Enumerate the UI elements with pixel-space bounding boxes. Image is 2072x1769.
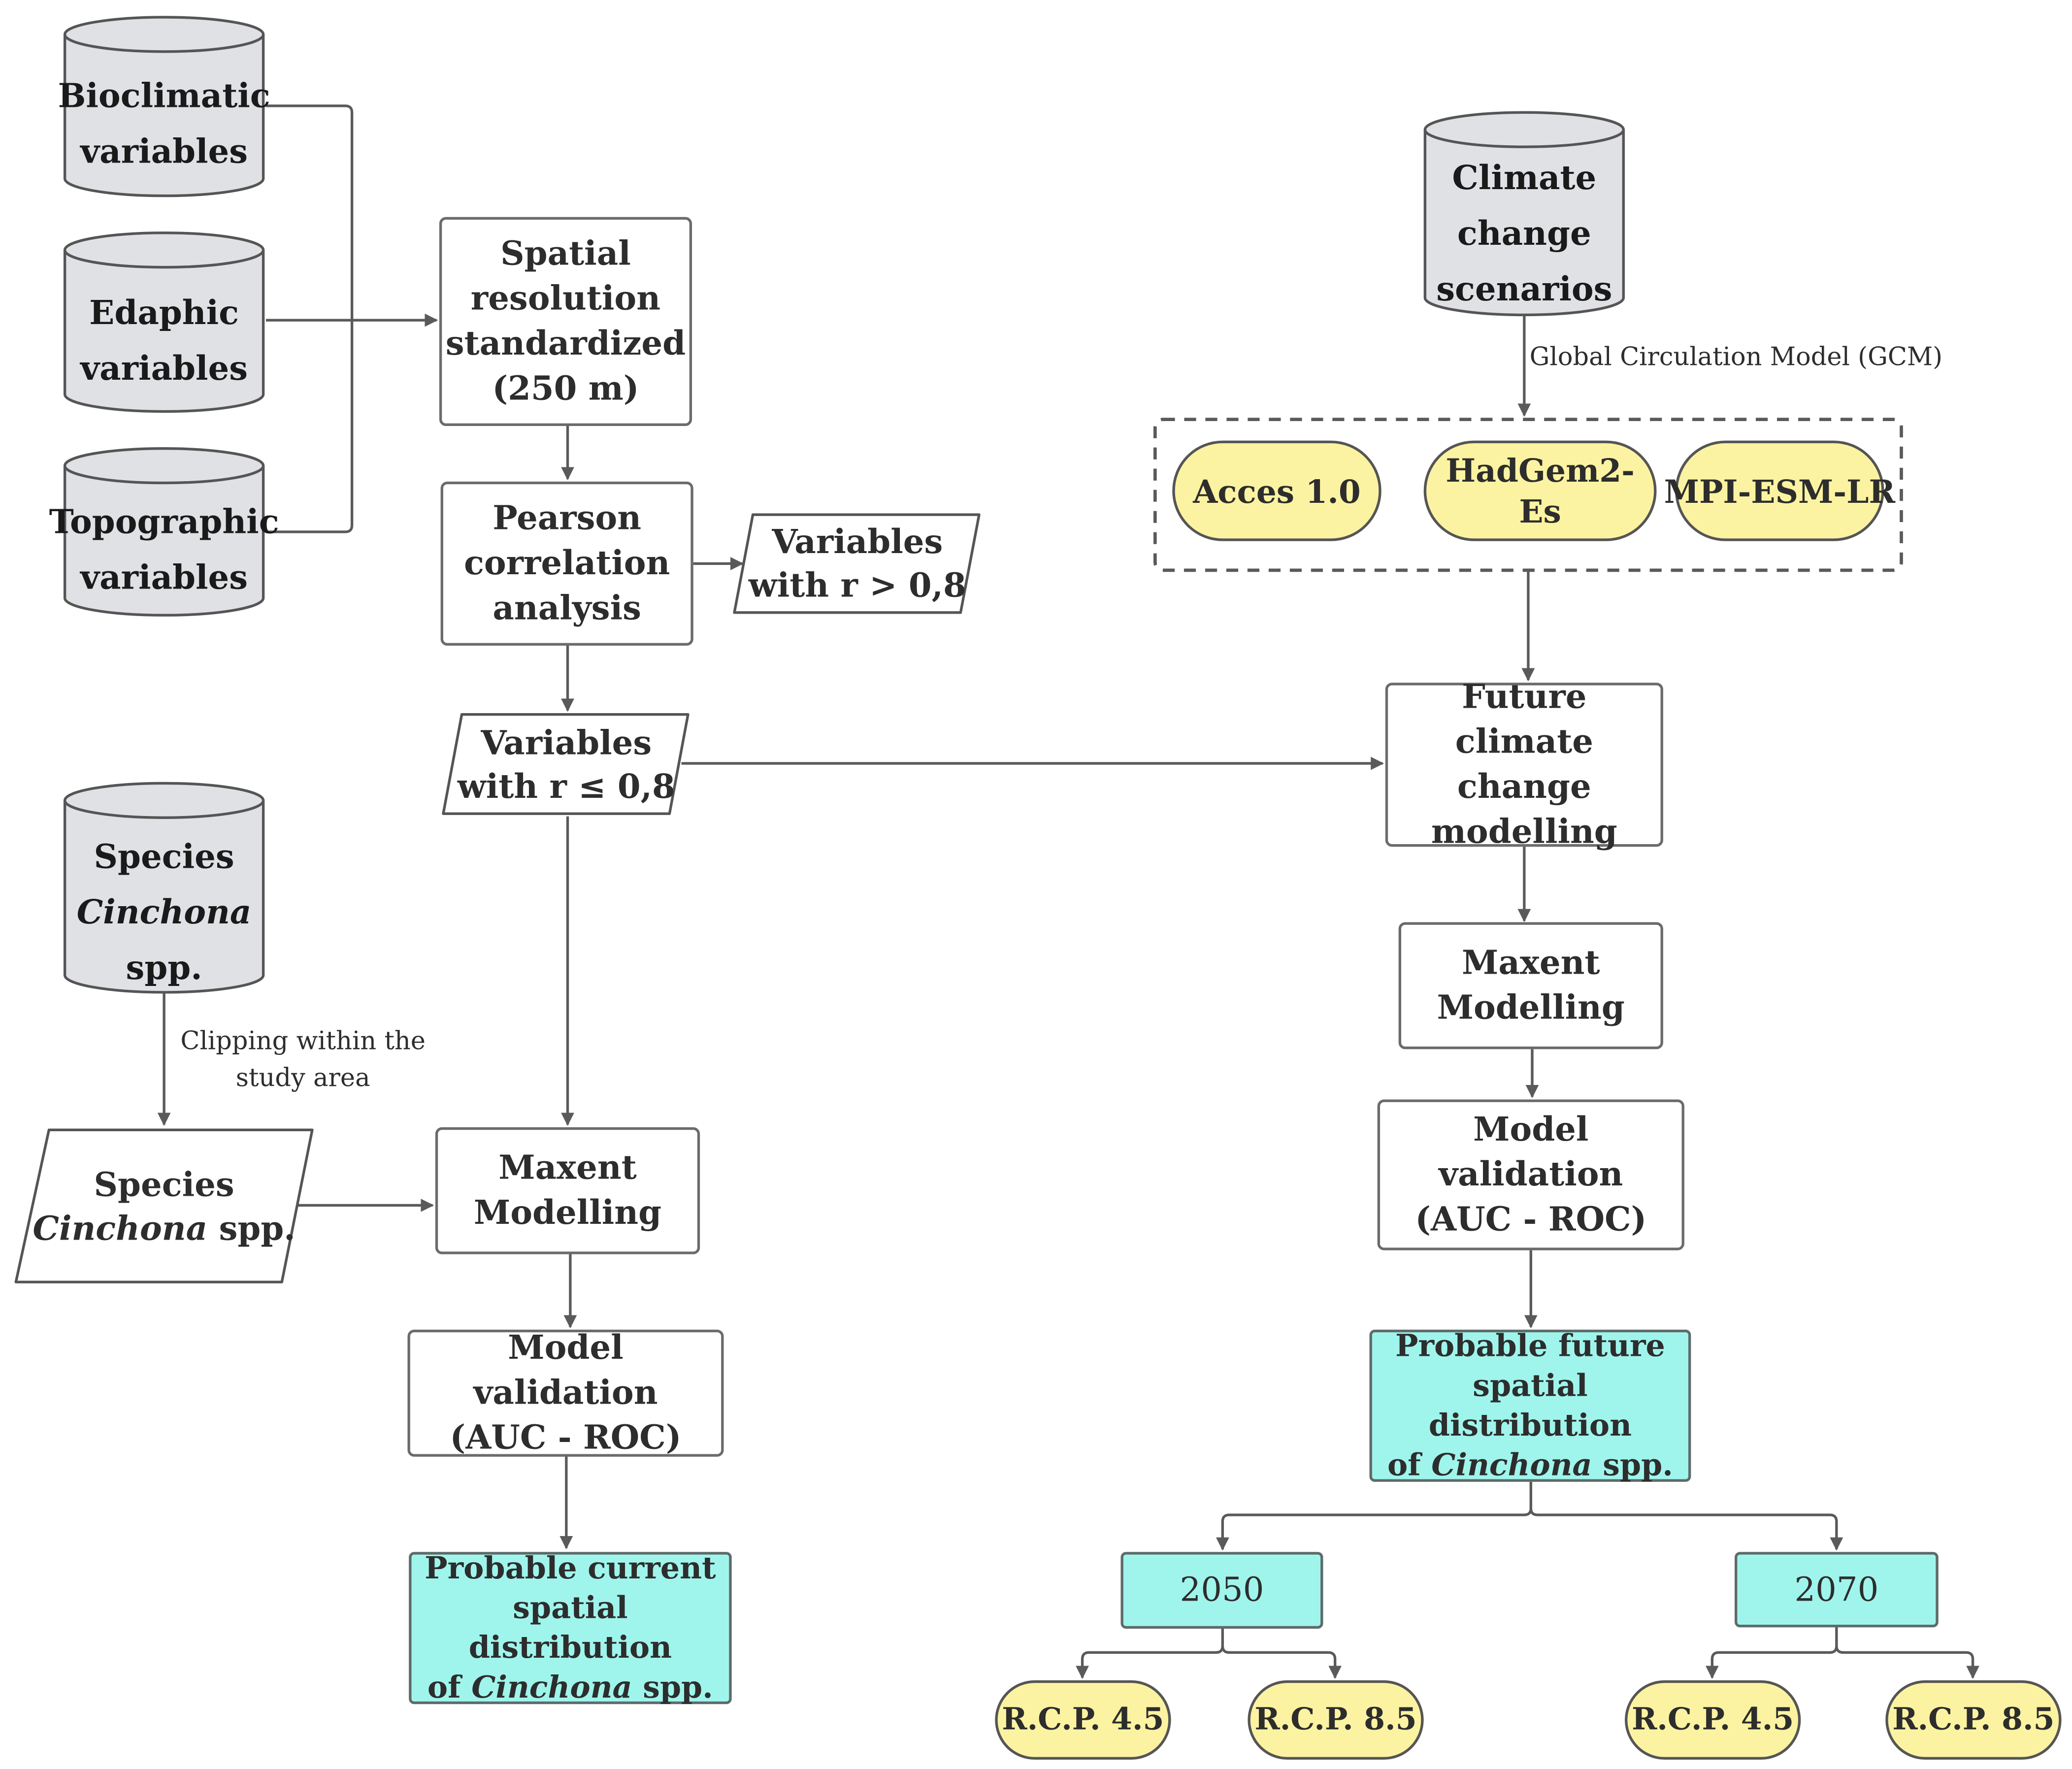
database-icon bbox=[63, 447, 265, 617]
parallelogram-shape bbox=[442, 713, 690, 815]
year-2070: 2070 bbox=[1735, 1552, 1939, 1628]
database-icon bbox=[63, 782, 265, 994]
gcm-note: Global Circulation Model (GCM) bbox=[1529, 342, 1943, 372]
gcm-access: Acces 1.0 bbox=[1172, 440, 1381, 541]
gcm-hadgem: HadGem2- Es bbox=[1423, 440, 1657, 541]
wire-2050-rcp85 bbox=[1221, 1645, 1342, 1679]
validation-current-step: Model validation(AUC - ROC) bbox=[407, 1328, 724, 1457]
gcm-group-frame bbox=[1153, 418, 1903, 572]
wire-2050-rcp45 bbox=[1076, 1627, 1224, 1679]
validation-future-step: Model validation(AUC - ROC) bbox=[1377, 1099, 1684, 1250]
rcp-2050-85: R.C.P. 8.5 bbox=[1248, 1680, 1424, 1760]
parallelogram-shape bbox=[733, 513, 981, 614]
database-icon bbox=[63, 231, 265, 413]
year-2050: 2050 bbox=[1120, 1552, 1323, 1629]
parallelogram-shape bbox=[14, 1128, 314, 1283]
rcp-2050-45: R.C.P. 4.5 bbox=[995, 1680, 1171, 1760]
wire-output-2070 bbox=[1529, 1508, 1843, 1551]
wire-2070-rcp85 bbox=[1835, 1645, 1980, 1679]
gcm-mpi: MPI-ESM-LR bbox=[1664, 440, 1895, 541]
database-icon bbox=[1423, 111, 1625, 317]
database-icon bbox=[63, 16, 265, 197]
rcp-2070-45: R.C.P. 4.5 bbox=[1625, 1680, 1801, 1760]
rcp-2070-85: R.C.P. 8.5 bbox=[1885, 1680, 2062, 1760]
wire-output-2050 bbox=[1216, 1481, 1532, 1551]
wire-2070-rcp45 bbox=[1705, 1626, 1838, 1679]
